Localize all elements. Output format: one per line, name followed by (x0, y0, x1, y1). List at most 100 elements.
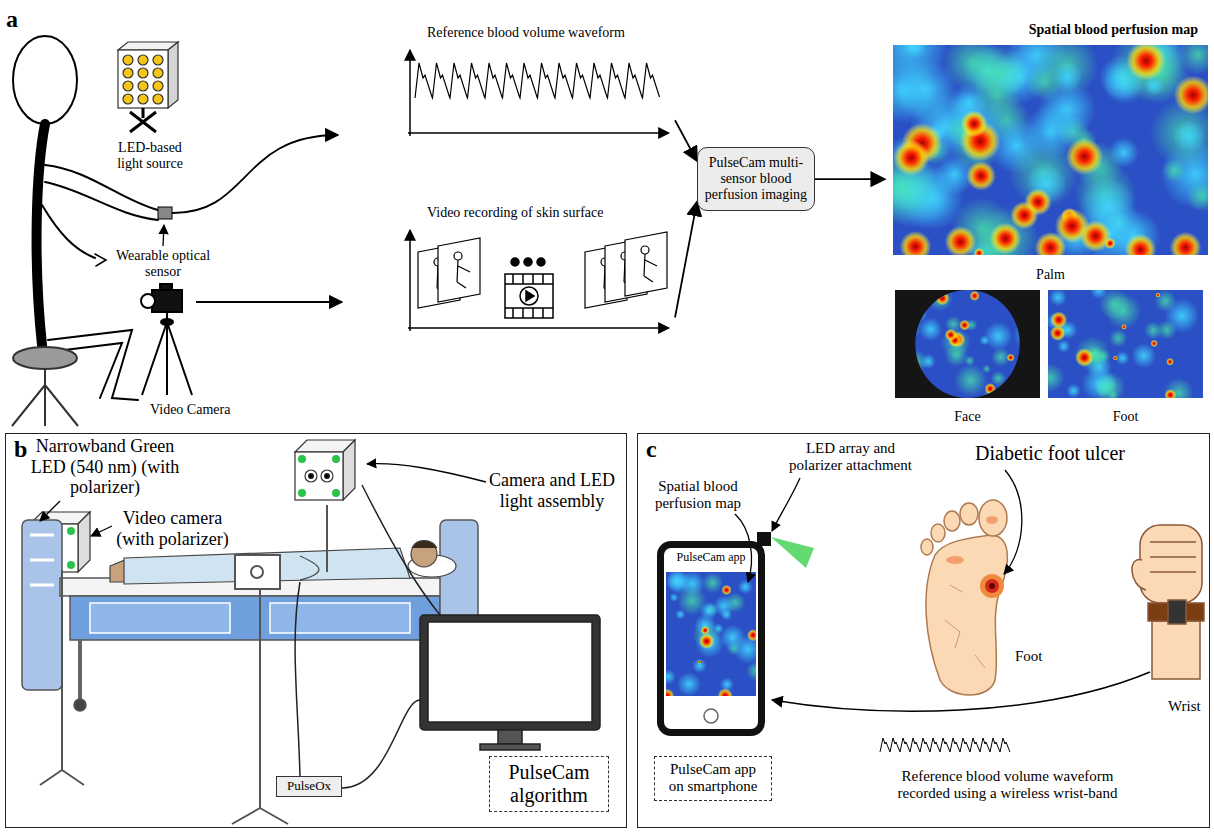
camera-stand (326, 505, 328, 572)
palm-map: Palm (893, 45, 1208, 283)
video-camera-icon (160, 284, 172, 290)
annotation-label: LED-based light source (105, 140, 195, 172)
perfusion-map (1131, 343, 1156, 368)
perfusion-map (1106, 293, 1142, 329)
leader-line (91, 526, 112, 536)
perfusion-map (692, 658, 707, 673)
perfusion-map (966, 161, 996, 191)
video-frame (641, 246, 649, 254)
perfusion-map (702, 572, 723, 593)
node-text: PulseCam app on smartphone (665, 761, 761, 796)
perfusion-map (1094, 372, 1125, 398)
perfusion-map (969, 45, 1026, 101)
person-figure (37, 124, 45, 345)
perfusion-map (1113, 356, 1118, 361)
foot-illustration (980, 574, 1004, 598)
process-box: PulseCam multi-sensor blood perfusion im… (697, 147, 815, 211)
wrist-illustration (1150, 542, 1196, 572)
monitor (480, 744, 540, 750)
camera-led-assembly (321, 470, 333, 482)
led-light-source (153, 55, 163, 65)
perfusion-map (1049, 290, 1067, 306)
video-plot: Video recording of skin surface (405, 205, 675, 330)
annotation-label: Video Camera (150, 402, 230, 418)
leader-line (163, 225, 164, 246)
perfusion-map (667, 572, 692, 594)
person-figure (42, 205, 95, 258)
monitor (428, 622, 592, 722)
perfusion-map (1162, 159, 1186, 183)
perfusion-map (974, 248, 984, 255)
video-camera-icon (142, 312, 192, 395)
foot-illustration (931, 524, 945, 542)
film-icon (537, 258, 545, 266)
perfusion-map (898, 372, 913, 387)
wrist-illustration (1140, 525, 1202, 603)
perfusion-map (1013, 317, 1048, 352)
wearable-sensor (158, 207, 172, 219)
patient (300, 556, 319, 580)
perfusion-map (721, 609, 733, 621)
hospital-bed (270, 603, 410, 633)
green-light-beam (771, 537, 814, 568)
iv-stand (235, 555, 280, 589)
foot-illustration (979, 500, 1007, 536)
cable (295, 485, 440, 788)
plot-axes (408, 50, 669, 331)
perfusion-map (909, 304, 928, 323)
led-light-source (130, 108, 156, 132)
perfusion-map (698, 660, 702, 664)
perfusion-map (666, 572, 756, 696)
led-light-source (123, 81, 133, 91)
leader-line (772, 478, 800, 531)
cable (295, 582, 300, 776)
camera-stand (40, 505, 327, 785)
perfusion-map (1066, 384, 1081, 398)
perfusion-map (904, 350, 927, 373)
foot-illustration (926, 535, 1007, 695)
perfusion-map (1029, 298, 1044, 313)
foot-illustration (989, 583, 995, 589)
sensor-cable (172, 135, 338, 213)
perfusion-map (1080, 220, 1112, 252)
film-icon (505, 274, 553, 318)
led-light-source (168, 42, 178, 108)
video-frame (625, 232, 667, 296)
camera-led-assembly (332, 455, 340, 463)
node-text: Face (895, 409, 1040, 425)
perfusion-map (889, 286, 1053, 402)
perfusion-map (927, 286, 952, 311)
led-light-source (138, 81, 148, 91)
video-camera-icon (141, 294, 155, 308)
led-light-source (138, 68, 148, 78)
led-light-source (123, 55, 163, 104)
camera-led-assembly (309, 474, 314, 479)
perfusion-map (990, 223, 1022, 255)
person-figure (45, 182, 158, 220)
perfusion-map (677, 672, 701, 696)
perfusion-map (717, 688, 732, 696)
led-light-source (138, 94, 148, 104)
perfusion-map (1007, 354, 1015, 362)
monitor (420, 615, 600, 730)
perfusion-map (1048, 290, 1203, 398)
perfusion-map (1010, 201, 1038, 229)
hospital-bed (74, 699, 86, 711)
node-text: Foot (1048, 409, 1203, 425)
annotation-label: Reference blood volume waveform recorded… (880, 768, 1135, 803)
annotation-label: Foot (1015, 648, 1043, 665)
perfusion-map (889, 342, 906, 359)
camera-led-assembly (298, 455, 306, 463)
perfusion-map (891, 310, 922, 341)
perfusion-map (1126, 45, 1165, 81)
flow-arrow (815, 178, 885, 180)
perfusion-map (893, 140, 929, 176)
plot-axes (408, 132, 669, 134)
hospital-bed (70, 596, 440, 640)
perfusion-map (1155, 292, 1160, 297)
iv-stand (251, 566, 263, 578)
film-icon (520, 287, 538, 305)
camera-led-assembly (332, 489, 340, 497)
perfusion-map (985, 383, 996, 394)
node-text: PulseOx (280, 779, 338, 794)
